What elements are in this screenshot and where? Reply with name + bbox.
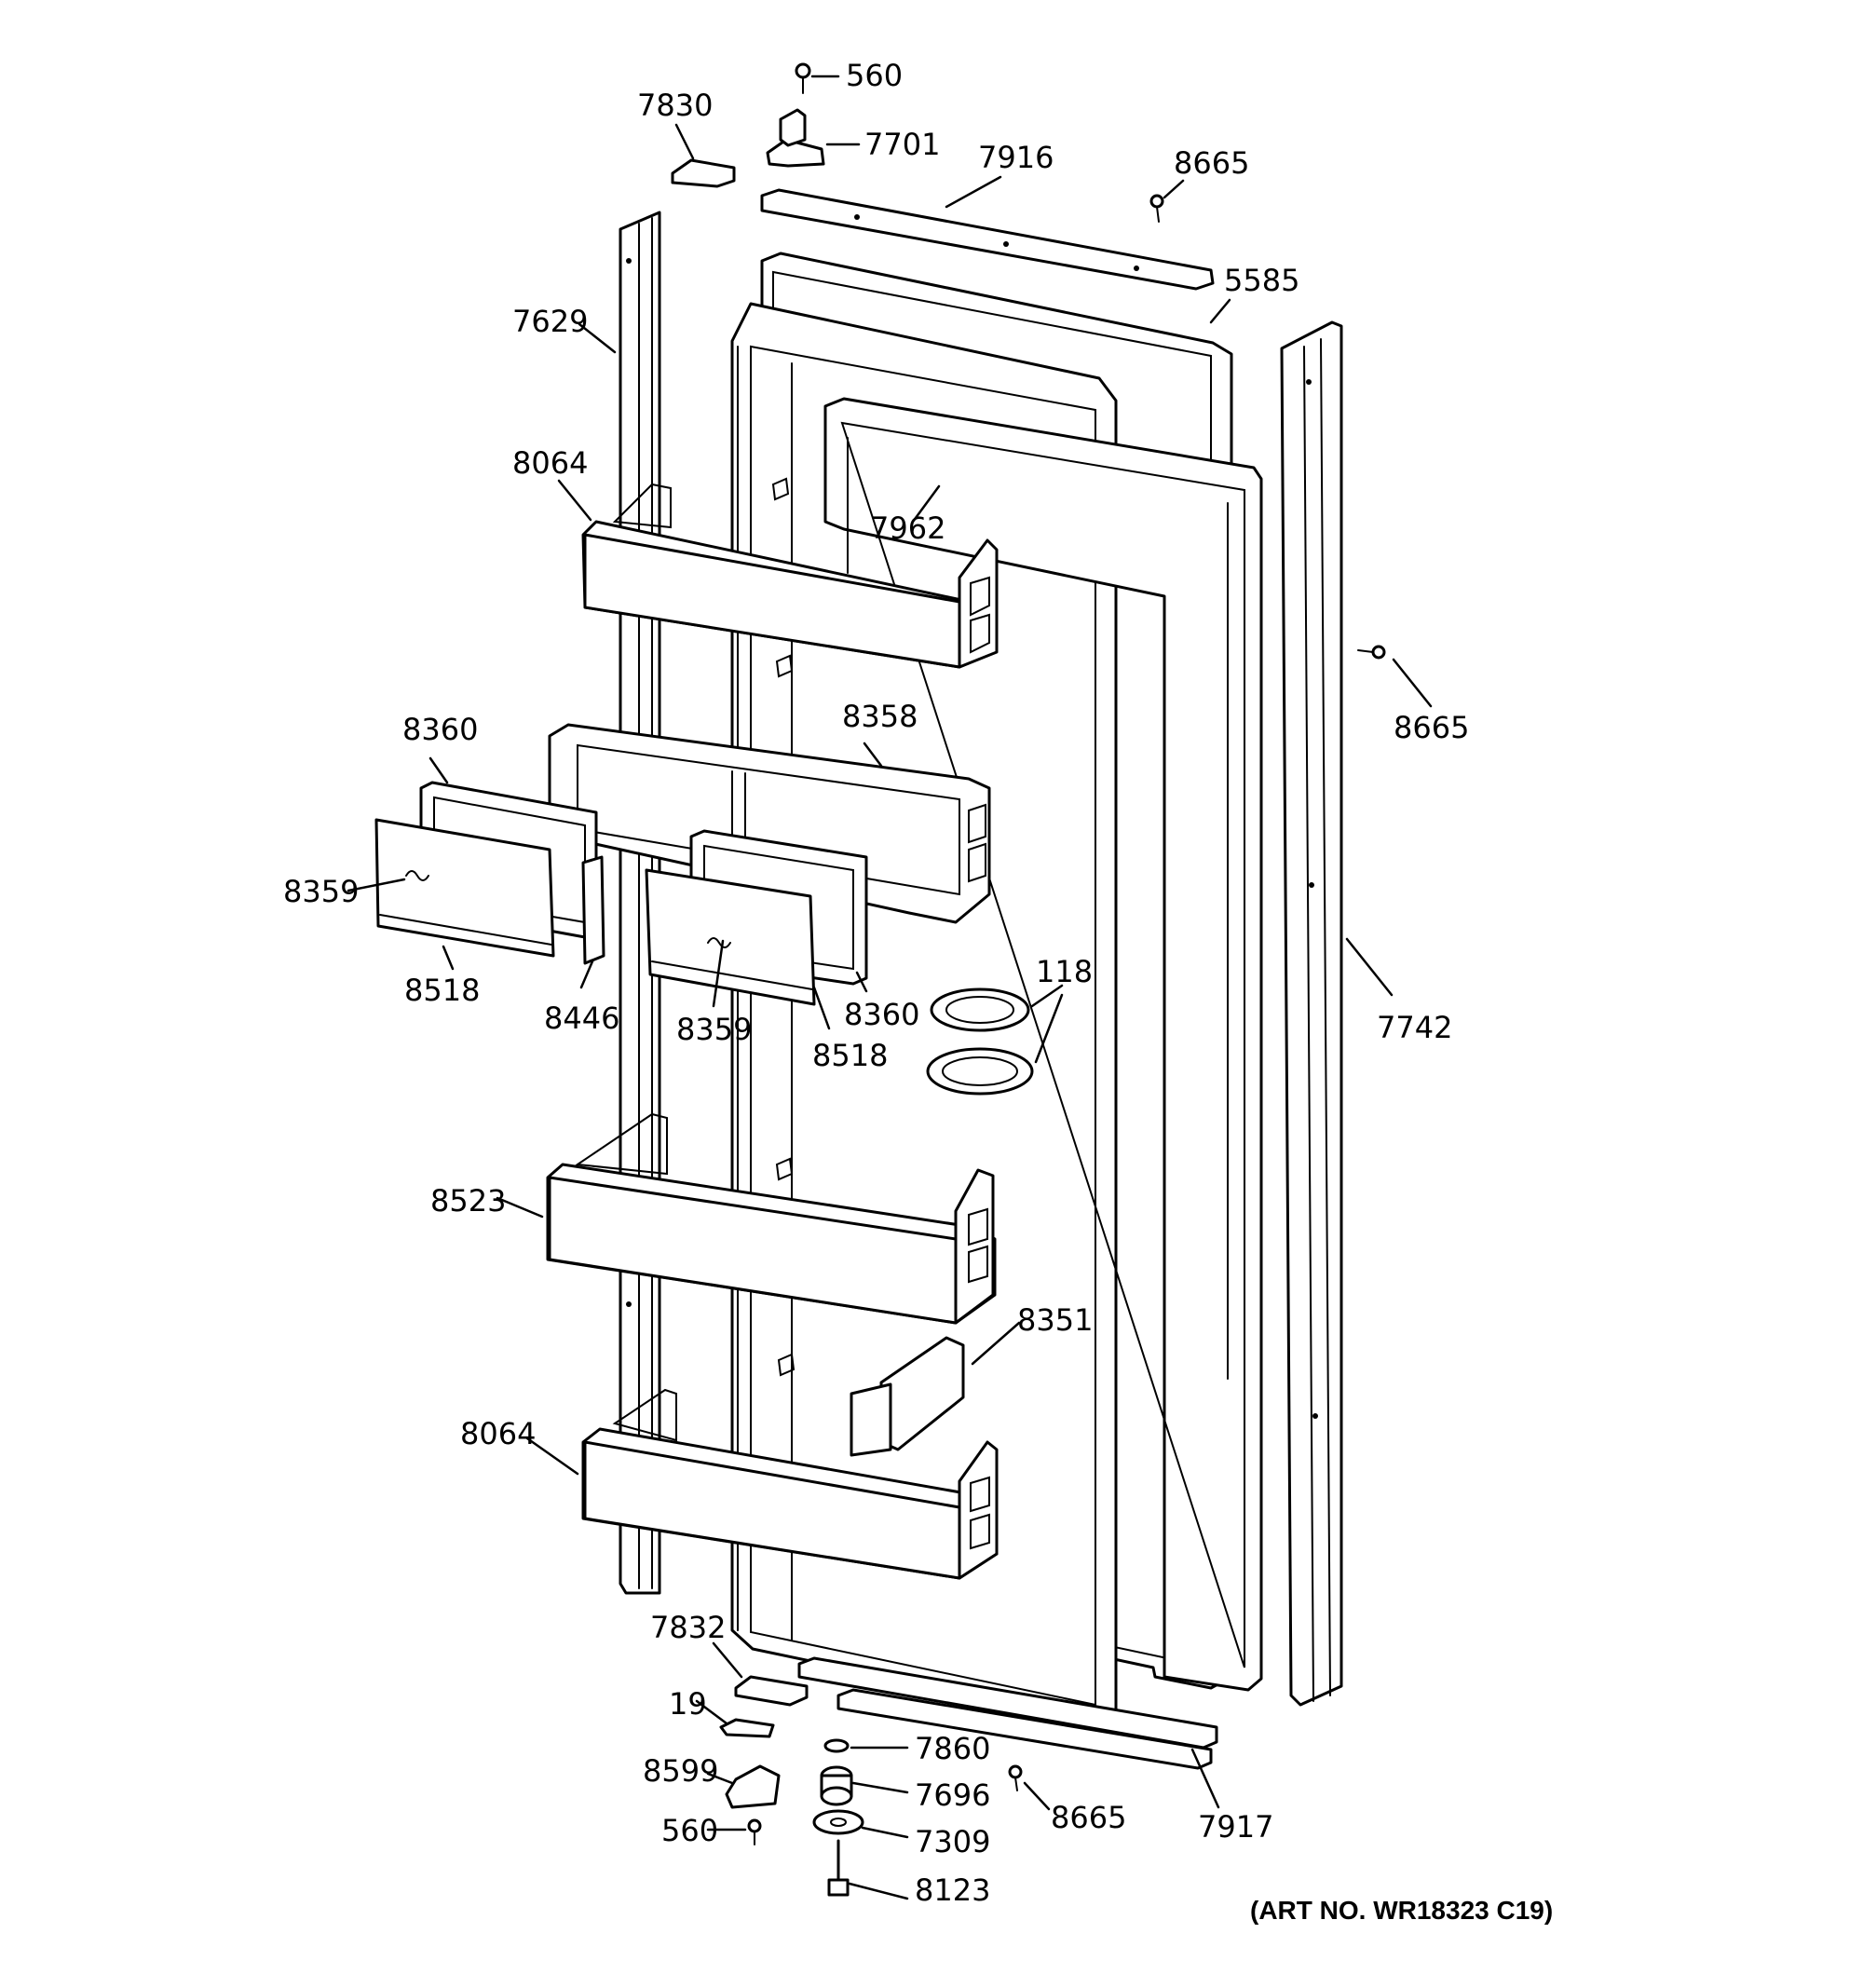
label-8523: 8523 [430,1183,506,1219]
label-8665-side: 8665 [1394,710,1469,745]
egg-tray-118 [926,987,1034,1096]
label-8064-lower: 8064 [460,1416,536,1451]
label-7696: 7696 [915,1777,990,1813]
leader-lines [347,75,1433,1900]
label-8360-right: 8360 [844,997,919,1032]
label-8518-right: 8518 [812,1038,888,1073]
top-cap-7916 [760,188,1215,291]
door-bin-upper-8064 [581,483,999,669]
label-7860: 7860 [915,1731,990,1766]
label-560-bottom: 560 [661,1813,718,1848]
label-118: 118 [1036,954,1093,989]
callout-labels: 560 7830 7701 7916 8665 5585 7629 8064 7… [283,58,1553,1925]
door-accessory-8351 [850,1336,965,1457]
label-7916: 7916 [978,140,1054,175]
label-8064-upper: 8064 [512,445,588,481]
label-8599: 8599 [643,1753,718,1789]
label-7917: 7917 [1198,1809,1273,1845]
art-number: (ART NO. WR18323 C19) [1250,1896,1553,1925]
label-7629: 7629 [512,304,588,339]
label-7962: 7962 [870,511,945,546]
label-5585: 5585 [1224,263,1299,298]
label-7742: 7742 [1377,1010,1452,1045]
label-8351: 8351 [1017,1302,1093,1338]
label-7309: 7309 [915,1824,990,1859]
hardware-top [671,62,1386,660]
label-8665-top: 8665 [1174,145,1249,181]
label-7830: 7830 [637,88,713,123]
label-7832: 7832 [650,1610,726,1645]
dairy-door-8359-right [645,868,816,1006]
label-8518-left: 8518 [404,973,480,1008]
label-8358: 8358 [842,699,918,734]
label-8359-right: 8359 [676,1012,752,1047]
label-19: 19 [669,1686,707,1722]
door-bin-8523 [546,1112,997,1325]
label-8446: 8446 [544,1001,619,1036]
door-hinge-8446 [581,855,605,965]
label-7701: 7701 [864,127,940,162]
label-560-top: 560 [846,58,903,93]
door-bin-lower-8064 [581,1388,999,1580]
hardware-bottom [719,1675,1023,1897]
right-door-trim-7742 [1280,320,1343,1707]
label-8665-bottom: 8665 [1051,1800,1126,1835]
dairy-door-8359-left [374,818,555,958]
door-gasket-7962 [823,397,1263,1692]
label-8359-left: 8359 [283,874,359,909]
label-8360-left: 8360 [402,712,478,747]
bottom-cap-7917 [797,1656,1218,1770]
label-8123: 8123 [915,1872,990,1908]
